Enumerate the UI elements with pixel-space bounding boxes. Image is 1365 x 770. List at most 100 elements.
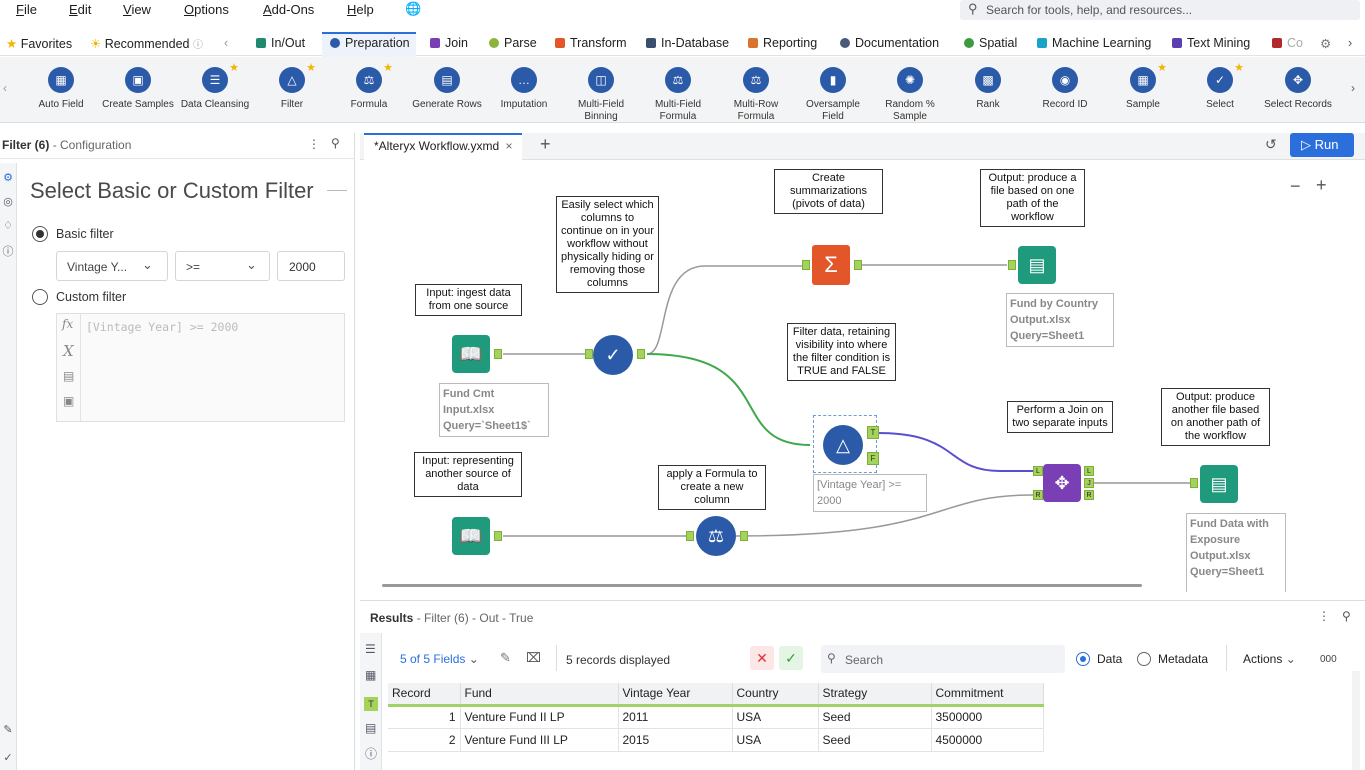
input-data-node-1[interactable]: 📖: [452, 335, 490, 373]
close-tab-icon[interactable]: ×: [505, 139, 513, 153]
filter-node[interactable]: △: [823, 425, 863, 465]
tool-filter[interactable]: △★Filter: [279, 62, 316, 110]
input-anchor[interactable]: [1008, 260, 1016, 270]
column-header[interactable]: Vintage Year: [618, 683, 733, 707]
join-r-output-anchor[interactable]: R: [1084, 490, 1094, 500]
results-vertical-scrollbar[interactable]: [1352, 671, 1360, 770]
help-icon[interactable]: ⓘ: [365, 747, 378, 761]
menu-help[interactable]: Help: [347, 2, 374, 17]
tab-recommended[interactable]: ☀ Recommended ⓘ: [90, 37, 203, 51]
table-row[interactable]: 2 Venture Fund III LP 2015 USA Seed 4500…: [388, 728, 1044, 752]
input-data-node-2[interactable]: 📖: [452, 517, 490, 555]
gear-icon[interactable]: ⚙: [3, 172, 13, 184]
custom-filter-radio[interactable]: [32, 289, 48, 305]
column-header[interactable]: Fund: [460, 683, 619, 707]
input-anchor[interactable]: [1190, 478, 1198, 488]
tab-spatial[interactable]: Spatial: [964, 36, 1017, 50]
tab-machine-learning[interactable]: Machine Learning: [1037, 36, 1151, 50]
clear-filter-icon[interactable]: ⌧: [526, 650, 541, 665]
output-anchor[interactable]: [494, 531, 502, 541]
join-j-output-anchor[interactable]: J: [1084, 478, 1094, 488]
true-anchor-icon[interactable]: T: [364, 697, 378, 711]
tab-join[interactable]: Join: [430, 36, 468, 50]
more-icon[interactable]: 000: [1320, 654, 1337, 665]
tool-oversample-field[interactable]: ▮Oversample Field: [795, 67, 871, 123]
join-left-input-anchor[interactable]: L: [1033, 466, 1043, 476]
tool-rank[interactable]: ▩Rank: [950, 67, 1026, 111]
settings-gear-icon[interactable]: ⚙: [1320, 37, 1332, 51]
note-output2[interactable]: Output: produce another file based on an…: [1161, 388, 1270, 446]
run-button[interactable]: ▷ Run: [1290, 133, 1354, 157]
note-formula[interactable]: apply a Formula to create a new column: [658, 465, 766, 510]
tool-record-id[interactable]: ◉Record ID: [1027, 67, 1103, 111]
formula-node[interactable]: ⚖: [696, 516, 736, 556]
tab-reporting[interactable]: Reporting: [748, 36, 817, 50]
tab-in-database[interactable]: In-Database: [646, 36, 729, 50]
input-anchor[interactable]: [585, 349, 593, 359]
history-icon[interactable]: ↺: [1265, 136, 1277, 152]
tab-workflow[interactable]: *Alteryx Workflow.yxmd ×: [364, 133, 522, 160]
more-options-icon[interactable]: ⋮: [1318, 609, 1330, 623]
output-anchor[interactable]: [494, 349, 502, 359]
actions-dropdown[interactable]: Actions ⌄: [1243, 652, 1296, 666]
tool-multi-row-formula[interactable]: ⚖Multi-Row Formula: [718, 67, 794, 123]
global-search-input[interactable]: ⚲ Search for tools, help, and resources.…: [960, 0, 1360, 20]
zoom-out-icon[interactable]: −: [1290, 176, 1301, 196]
note-output1[interactable]: Output: produce a file based on one path…: [980, 169, 1085, 227]
table-row[interactable]: 1 Venture Fund II LP 2011 USA Seed 35000…: [388, 705, 1044, 729]
operator-select[interactable]: >= ⌄: [175, 251, 270, 281]
note-input2[interactable]: Input: representing another source of da…: [414, 452, 522, 497]
tabs-scroll-right-icon[interactable]: ›: [1348, 36, 1353, 50]
menu-edit[interactable]: Edit: [69, 2, 92, 17]
tool-formula[interactable]: ⚖★Formula: [350, 62, 393, 110]
join-right-input-anchor[interactable]: R: [1033, 490, 1043, 500]
tab-favorites[interactable]: ★ Favorites: [6, 37, 73, 51]
menu-view[interactable]: View: [123, 2, 151, 17]
tool-select[interactable]: ✓★Select: [1206, 62, 1244, 110]
input-anchor[interactable]: [686, 531, 694, 541]
note-summarize[interactable]: Create summarizations (pivots of data): [774, 169, 883, 214]
filter-value-input[interactable]: 2000: [277, 251, 345, 281]
output-data-node-1[interactable]: ▤: [1018, 246, 1056, 284]
note-input1[interactable]: Input: ingest data from one source: [415, 284, 522, 316]
note-filter[interactable]: Filter data, retaining visibility into w…: [787, 323, 896, 381]
pin-icon[interactable]: ⚲: [1342, 609, 1351, 623]
column-header[interactable]: Strategy: [818, 683, 932, 707]
edit-icon[interactable]: ✎: [500, 650, 511, 665]
pin-icon[interactable]: ⚲: [331, 136, 340, 150]
menu-options[interactable]: Options: [184, 2, 229, 17]
menu-file[interactable]: File: [16, 2, 37, 17]
output-anchor[interactable]: [637, 349, 645, 359]
tab-co[interactable]: Co: [1272, 36, 1303, 50]
select-node[interactable]: ✓: [593, 335, 633, 375]
results-search-input[interactable]: ⚲ Search: [821, 645, 1065, 673]
globe-icon[interactable]: 🌐: [405, 1, 422, 16]
output-anchor[interactable]: [740, 531, 748, 541]
column-header[interactable]: Record: [388, 683, 461, 707]
tool-create-samples[interactable]: ▣Create Samples: [100, 67, 176, 111]
metadata-radio[interactable]: [1137, 652, 1151, 666]
add-tab-icon[interactable]: +: [540, 134, 551, 154]
zoom-in-icon[interactable]: +: [1316, 175, 1327, 195]
filter-false-anchor[interactable]: F: [867, 452, 879, 465]
note-select[interactable]: Easily select which columns to continue …: [556, 196, 659, 293]
field-select[interactable]: Vintage Y... ⌄: [56, 251, 168, 281]
column-header[interactable]: Country: [732, 683, 819, 707]
ribbon-scroll-left-icon[interactable]: ‹: [3, 81, 7, 95]
tabs-scroll-left-icon[interactable]: ‹: [224, 36, 229, 50]
basic-filter-radio[interactable]: [32, 226, 48, 242]
message-icon[interactable]: ▤: [365, 721, 377, 735]
list-icon[interactable]: ☰: [365, 642, 376, 656]
ribbon-scroll-right-icon[interactable]: ›: [1351, 81, 1355, 95]
target-icon[interactable]: ◎: [3, 196, 13, 208]
data-radio[interactable]: [1076, 652, 1090, 666]
tool-select-records[interactable]: ✥Select Records: [1260, 67, 1336, 111]
note-join[interactable]: Perform a Join on two separate inputs: [1007, 401, 1113, 433]
tag-icon[interactable]: ♢: [3, 220, 13, 232]
table-icon[interactable]: ▦: [365, 668, 377, 682]
output-anchor[interactable]: [854, 260, 862, 270]
menu-addons[interactable]: Add-Ons: [263, 2, 315, 17]
join-l-output-anchor[interactable]: L: [1084, 466, 1094, 476]
tool-data-cleansing[interactable]: ☰★Data Cleansing: [180, 62, 250, 110]
tab-preparation[interactable]: Preparation: [330, 36, 410, 50]
